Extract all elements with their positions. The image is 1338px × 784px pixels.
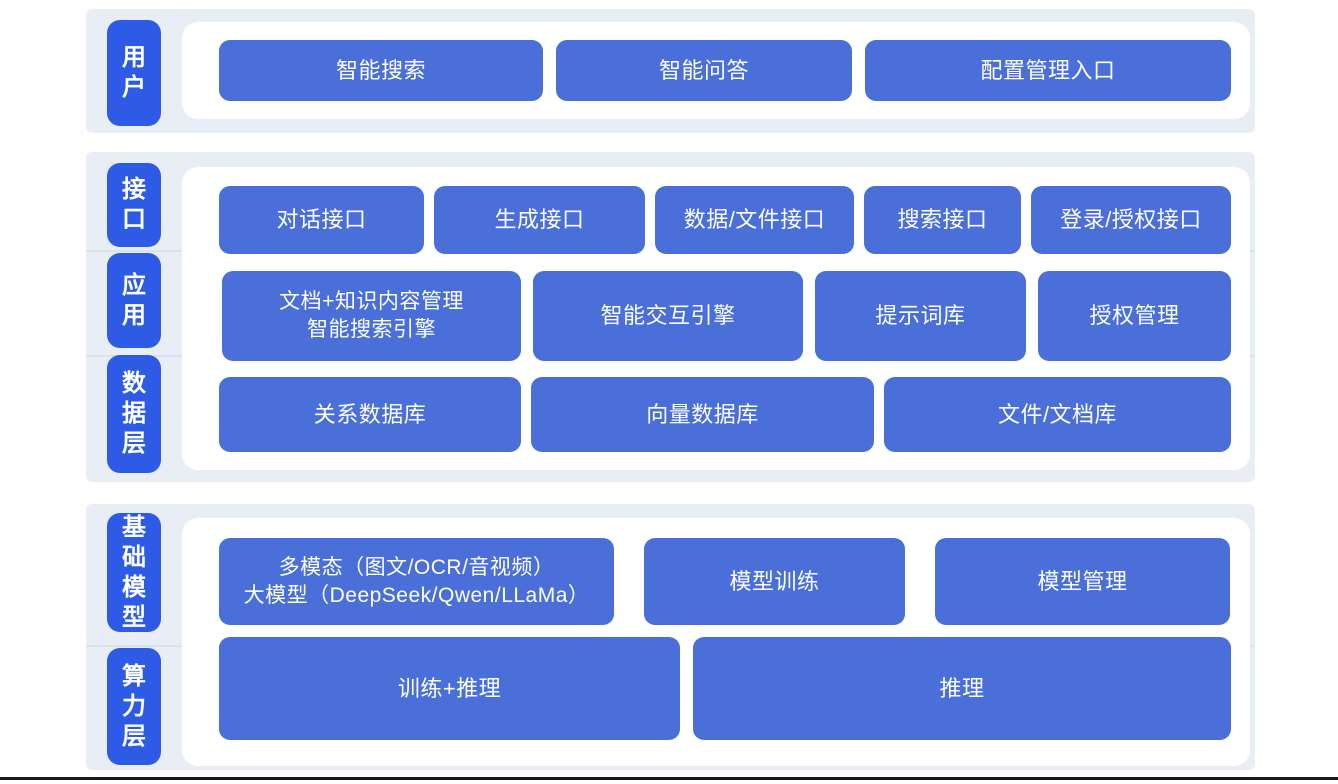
node-label-line2: 大模型（DeepSeek/Qwen/LLaMa） xyxy=(243,583,590,607)
node-config-management-entry: 配置管理入口 xyxy=(865,40,1231,101)
node-multimodal-llm: 多模态（图文/OCR/音视频） 大模型（DeepSeek/Qwen/LLaMa） xyxy=(219,538,614,625)
node-label: 授权管理 xyxy=(1089,303,1180,329)
node-training-inference: 训练+推理 xyxy=(219,637,680,740)
node-label: 智能问答 xyxy=(658,57,749,83)
node-doc-knowledge-search-engine: 文档+知识内容管理 智能搜索引擎 xyxy=(222,271,521,361)
layer-label-foundation-model-text: 基础模型 xyxy=(122,513,146,631)
row-data-stores: 关系数据库 向量数据库 文件/文档库 xyxy=(219,377,1231,452)
node-label: 登录/授权接口 xyxy=(1060,207,1202,233)
node-label-line1: 文档+知识内容管理 xyxy=(279,290,464,314)
node-label: 训练+推理 xyxy=(397,675,502,701)
node-label: 生成接口 xyxy=(494,207,585,233)
node-label: 智能搜索 xyxy=(335,57,426,83)
node-label: 关系数据库 xyxy=(313,401,427,427)
node-label: 推理 xyxy=(939,675,985,701)
layer-label-user: 用户 xyxy=(107,20,161,126)
band-interface-app-data: 接口 应用 数据层 对话接口 生成接口 数据/文件接口 搜索接口 登录/授权接口… xyxy=(86,152,1255,482)
node-file-doc-store: 文件/文档库 xyxy=(884,377,1231,452)
node-label: 配置管理入口 xyxy=(980,57,1116,83)
layer-label-data: 数据层 xyxy=(107,355,161,473)
layer-label-data-text: 数据层 xyxy=(122,370,146,457)
node-label: 向量数据库 xyxy=(646,401,759,427)
layer-label-interface-text: 接口 xyxy=(122,176,146,233)
row-applications: 文档+知识内容管理 智能搜索引擎 智能交互引擎 提示词库 授权管理 xyxy=(222,271,1231,361)
node-label: 搜索接口 xyxy=(897,207,988,233)
node-auth-management: 授权管理 xyxy=(1038,271,1231,361)
node-label: 提示词库 xyxy=(875,303,966,329)
node-search-api: 搜索接口 xyxy=(864,186,1021,254)
node-data-file-api: 数据/文件接口 xyxy=(655,186,854,254)
node-label: 模型管理 xyxy=(1037,568,1128,594)
node-label-line2: 智能搜索引擎 xyxy=(307,318,436,341)
layer-label-application: 应用 xyxy=(107,253,161,348)
node-prompt-library: 提示词库 xyxy=(815,271,1026,361)
layer-label-user-text: 用户 xyxy=(122,44,146,101)
row-compute: 训练+推理 推理 xyxy=(219,637,1231,740)
node-label: 文件/文档库 xyxy=(997,401,1118,427)
node-generation-api: 生成接口 xyxy=(434,186,645,254)
node-intelligent-search: 智能搜索 xyxy=(219,40,543,101)
layer-label-application-text: 应用 xyxy=(122,271,146,329)
panel-foundation-compute: 多模态（图文/OCR/音视频） 大模型（DeepSeek/Qwen/LLaMa）… xyxy=(182,518,1250,766)
node-vector-db: 向量数据库 xyxy=(531,377,874,452)
row-models: 多模态（图文/OCR/音视频） 大模型（DeepSeek/Qwen/LLaMa）… xyxy=(219,538,1230,625)
panel-user-layer: 智能搜索 智能问答 配置管理入口 xyxy=(182,22,1250,119)
layer-label-foundation-model: 基础模型 xyxy=(107,513,161,632)
layer-label-interface: 接口 xyxy=(107,163,161,247)
layer-label-compute: 算力层 xyxy=(107,648,161,765)
node-relational-db: 关系数据库 xyxy=(219,377,521,452)
band-user-layer: 用户 智能搜索 智能问答 配置管理入口 xyxy=(86,9,1255,133)
node-dialog-api: 对话接口 xyxy=(219,186,424,254)
band-foundation-compute: 基础模型 算力层 多模态（图文/OCR/音视频） 大模型（DeepSeek/Qw… xyxy=(86,504,1255,770)
node-intelligent-qa: 智能问答 xyxy=(556,40,852,101)
layer-label-compute-text: 算力层 xyxy=(122,662,146,750)
node-label: 对话接口 xyxy=(276,207,367,233)
node-inference: 推理 xyxy=(693,637,1231,740)
node-label-line1: 多模态（图文/OCR/音视频） xyxy=(278,555,555,579)
node-model-management: 模型管理 xyxy=(935,538,1230,625)
panel-interface-app-data: 对话接口 生成接口 数据/文件接口 搜索接口 登录/授权接口 文档+知识内容管理… xyxy=(182,167,1250,470)
node-label: 智能交互引擎 xyxy=(600,303,736,329)
bottom-border-line xyxy=(0,777,1338,780)
node-login-auth-api: 登录/授权接口 xyxy=(1031,186,1231,254)
node-label: 模型训练 xyxy=(729,568,820,594)
row-interfaces: 对话接口 生成接口 数据/文件接口 搜索接口 登录/授权接口 xyxy=(219,186,1231,254)
node-intelligent-interaction-engine: 智能交互引擎 xyxy=(533,271,803,361)
node-label: 数据/文件接口 xyxy=(683,207,826,233)
node-model-training: 模型训练 xyxy=(644,538,905,625)
row-user-entries: 智能搜索 智能问答 配置管理入口 xyxy=(219,40,1231,101)
